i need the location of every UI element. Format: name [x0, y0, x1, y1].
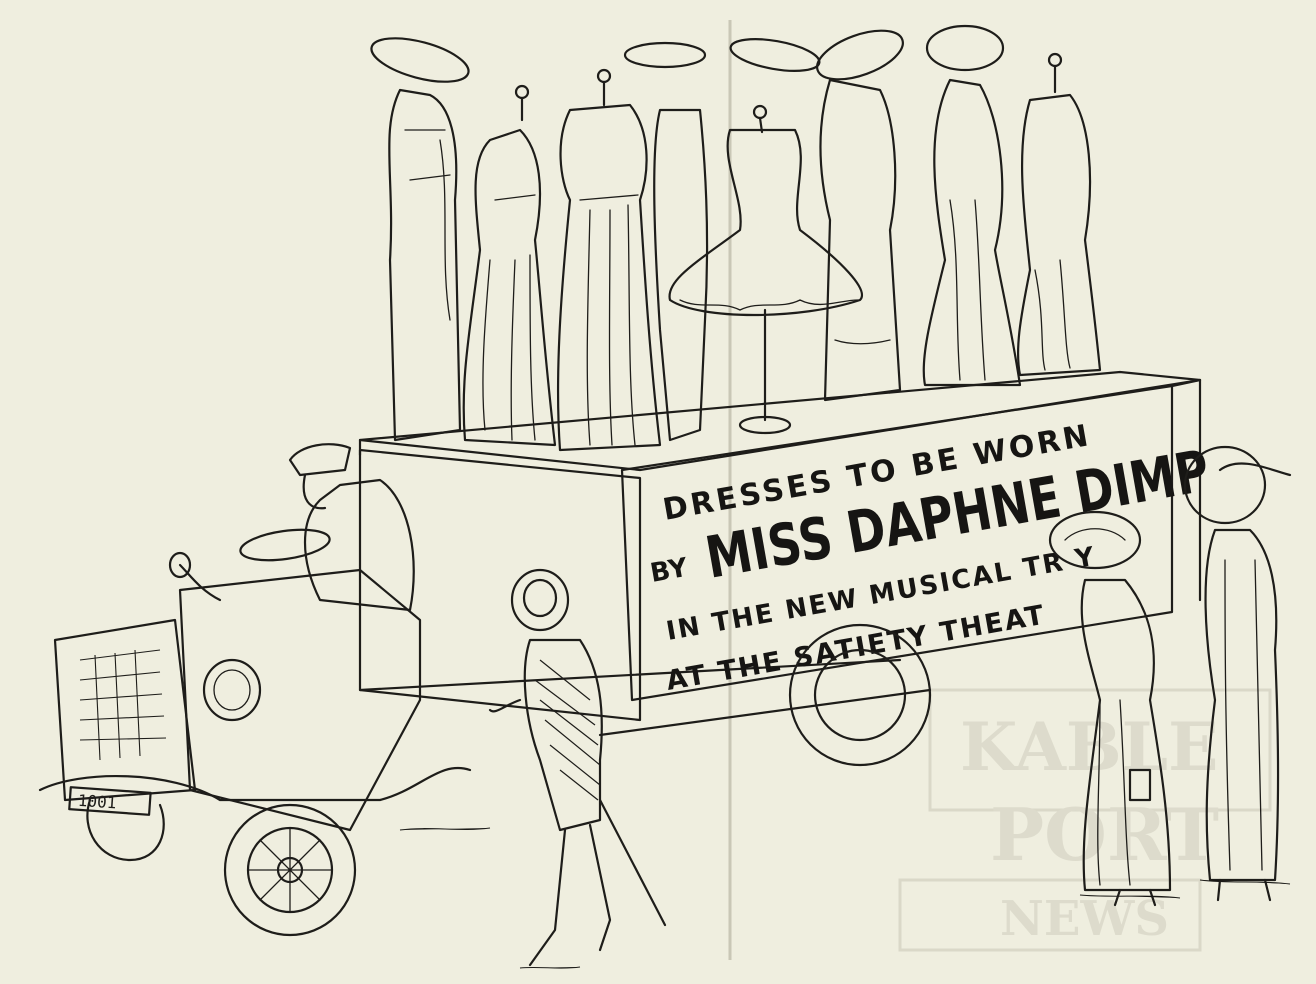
poster-line-3: NEWS — [1000, 891, 1169, 947]
gentleman-pedestrian — [488, 568, 667, 967]
sign-line-2-prefix: BY — [648, 553, 691, 589]
lady-pedestrian-2 — [1183, 445, 1292, 902]
dresses-display — [370, 24, 1102, 452]
ground-shading — [399, 827, 1291, 969]
driver — [239, 443, 415, 612]
steering-wheel — [239, 528, 331, 562]
rear-wheel — [788, 623, 932, 767]
license-plate — [68, 786, 152, 816]
lady-pedestrian-1 — [1048, 510, 1172, 907]
background-bleed-through: KABLE PORT NEWS — [728, 20, 1272, 960]
poster-line-2: PORT — [990, 792, 1219, 877]
wheels — [86, 623, 932, 937]
poster-line-1: KABLE — [960, 708, 1218, 786]
advertising-sign-board — [620, 384, 1174, 702]
front-wheel — [223, 803, 357, 937]
headlamp-icon — [202, 658, 262, 722]
license-plate-number: 1001 — [77, 791, 117, 813]
truck-hood: 1001 — [38, 551, 472, 832]
